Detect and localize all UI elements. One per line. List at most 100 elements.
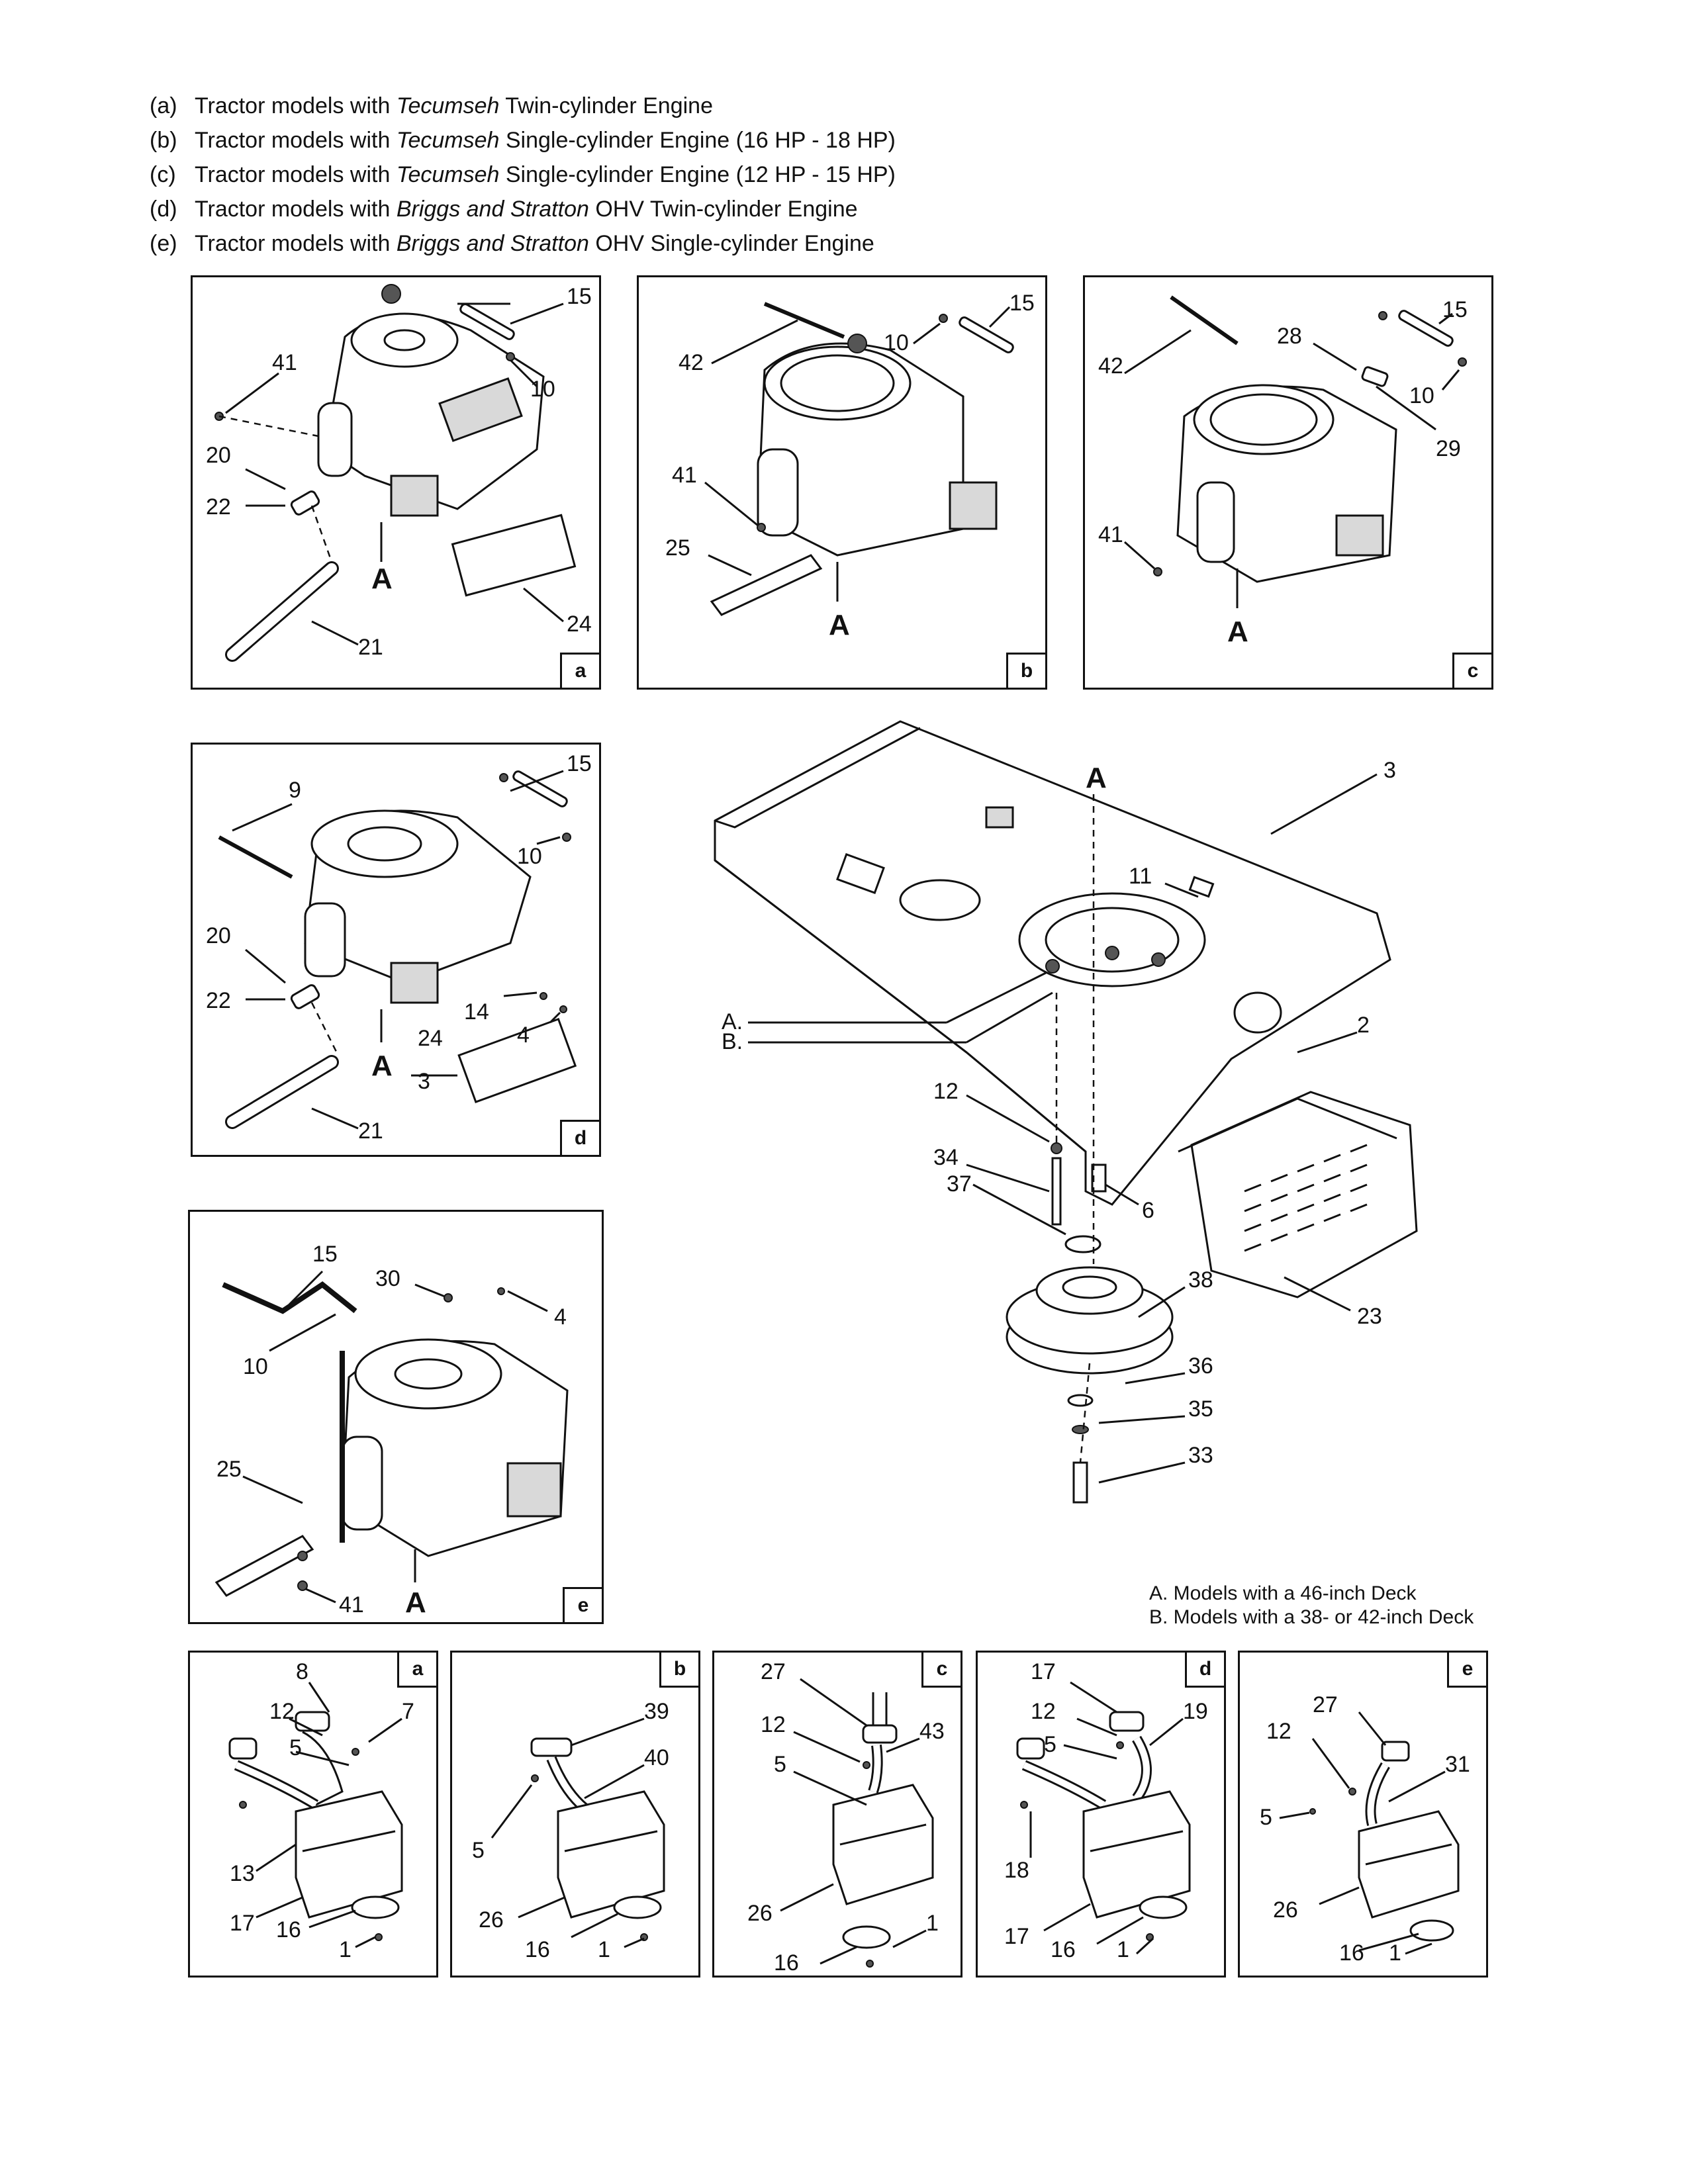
callout-13: 13 [230,1861,255,1886]
callout-15: 15 [1442,297,1468,322]
engine-c-drawing: 15 28 42 10 29 41 A [1098,295,1468,648]
engine-e-drawing: 15 30 4 10 25 41 A [214,1242,569,1619]
engine-panel-d: 15 9 10 20 22 14 24 4 A 3 21 d [191,743,601,1157]
frame-callout-37: 37 [947,1171,972,1197]
legend-line-c: (c)Tractor models with Tecumseh Single-c… [150,162,896,187]
engine-panel-a: 15 41 10 20 22 A 24 21 a [191,275,601,690]
muffler-panel-b: 39 40 5 26 16 1 b [450,1651,700,1978]
frame-callout-36: 36 [1188,1353,1213,1379]
legend-line-d: (d)Tractor models with Briggs and Stratt… [150,197,858,222]
frame-callout-a-dot: A. [722,1009,743,1034]
callout-a: A [371,563,393,595]
callout-1: 1 [598,1937,610,1962]
callout-19: 19 [1183,1699,1208,1724]
callout-4: 4 [554,1304,567,1330]
muffler-b-drawing: 39 40 5 26 16 1 [472,1699,669,1962]
engine-panel-e: 15 30 4 10 25 41 A e [188,1210,604,1624]
muffler-panel-e: 27 12 31 5 26 16 1 e [1238,1651,1488,1978]
callout-10: 10 [530,377,555,402]
callout-a: A [829,609,850,641]
callout-21: 21 [358,635,383,660]
muffler-tag-e: e [1447,1651,1488,1688]
callout-40: 40 [644,1745,669,1770]
frame-callout-23: 23 [1357,1304,1382,1329]
deck-note-a: A. Models with a 46-inch Deck [1149,1582,1417,1604]
callout-5: 5 [1260,1805,1272,1830]
frame-callout-33: 33 [1188,1443,1213,1468]
callout-14: 14 [464,999,489,1024]
callout-10: 10 [517,844,542,869]
callout-a: A [371,1050,393,1082]
callout-16: 16 [525,1937,550,1962]
callout-31: 31 [1445,1752,1470,1777]
callout-26: 26 [747,1901,773,1926]
callout-10: 10 [243,1354,268,1379]
engine-a-leaders [225,302,564,646]
frame-callout-34: 34 [933,1145,959,1170]
frame-callout-2: 2 [1357,1013,1370,1038]
muffler-e-drawing: 27 12 31 5 26 16 1 [1260,1692,1470,1966]
callout-22: 22 [206,988,231,1013]
callout-16: 16 [1339,1940,1364,1966]
callout-22: 22 [206,494,231,520]
panel-tag-c: c [1452,653,1493,690]
callout-41: 41 [272,350,297,375]
callout-20: 20 [206,923,231,948]
engine-panel-b: 42 10 15 41 25 A b [637,275,1047,690]
muffler-e-body [1309,1741,1460,1942]
muffler-a-body [228,1711,403,1941]
callout-9: 9 [289,778,301,803]
frame-callout-35: 35 [1188,1396,1213,1422]
callout-10: 10 [884,330,909,355]
callout-5: 5 [472,1838,485,1863]
callout-12: 12 [269,1699,295,1724]
engine-b-body [757,334,998,557]
muffler-tag-b: b [659,1651,700,1688]
muffler-b-body [530,1737,665,1941]
engine-d-parts [218,770,577,1129]
muffler-e-leaders [1279,1711,1446,1955]
callout-26: 26 [1273,1897,1298,1923]
engine-e-parts [214,1281,505,1597]
frame-dash-lines [1055,794,1095,1463]
callout-15: 15 [1009,291,1035,316]
callout-41: 41 [339,1592,364,1617]
muffler-a-leaders [256,1682,402,1948]
frame-callout-b-dot: B. [722,1029,743,1054]
frame-callout-a: A [1086,762,1107,794]
callout-12: 12 [1266,1719,1291,1744]
callout-1: 1 [339,1937,352,1962]
frame-callout-38: 38 [1188,1267,1213,1293]
panel-tag-a: a [560,653,601,690]
callout-15: 15 [567,284,592,309]
callout-41: 41 [1098,522,1123,547]
callout-24: 24 [567,612,592,637]
engine-e-body [340,1338,569,1557]
engine-c-body [1176,384,1397,583]
callout-8: 8 [296,1659,308,1684]
engine-d-leaders [232,770,564,1130]
muffler-tag-a: a [397,1651,438,1688]
engine-a-parts [214,302,577,662]
callout-15: 15 [567,751,592,776]
callout-42: 42 [679,350,704,375]
engine-b-leaders [704,306,1011,602]
engine-a-drawing: 15 41 10 20 22 A 24 21 [206,284,592,662]
muffler-c-body [832,1692,934,1968]
callout-12: 12 [761,1712,786,1737]
frame-callout-12: 12 [933,1079,959,1104]
callout-27: 27 [1313,1692,1338,1717]
callout-27: 27 [761,1659,786,1684]
panel-tag-b: b [1006,653,1047,690]
muffler-panel-c: 27 12 43 5 26 1 16 c [712,1651,962,1978]
engine-c-leaders [1124,312,1460,608]
callout-20: 20 [206,443,231,468]
callout-7: 7 [402,1699,414,1724]
frame-callout-6: 6 [1142,1198,1154,1223]
callout-18: 18 [1004,1858,1029,1883]
callout-17: 17 [1031,1659,1056,1684]
exhaust-heat-shield [1178,1091,1418,1298]
legend-line-e: (e)Tractor models with Briggs and Stratt… [150,231,874,256]
callout-28: 28 [1277,324,1302,349]
muffler-c-leaders [780,1678,927,1965]
